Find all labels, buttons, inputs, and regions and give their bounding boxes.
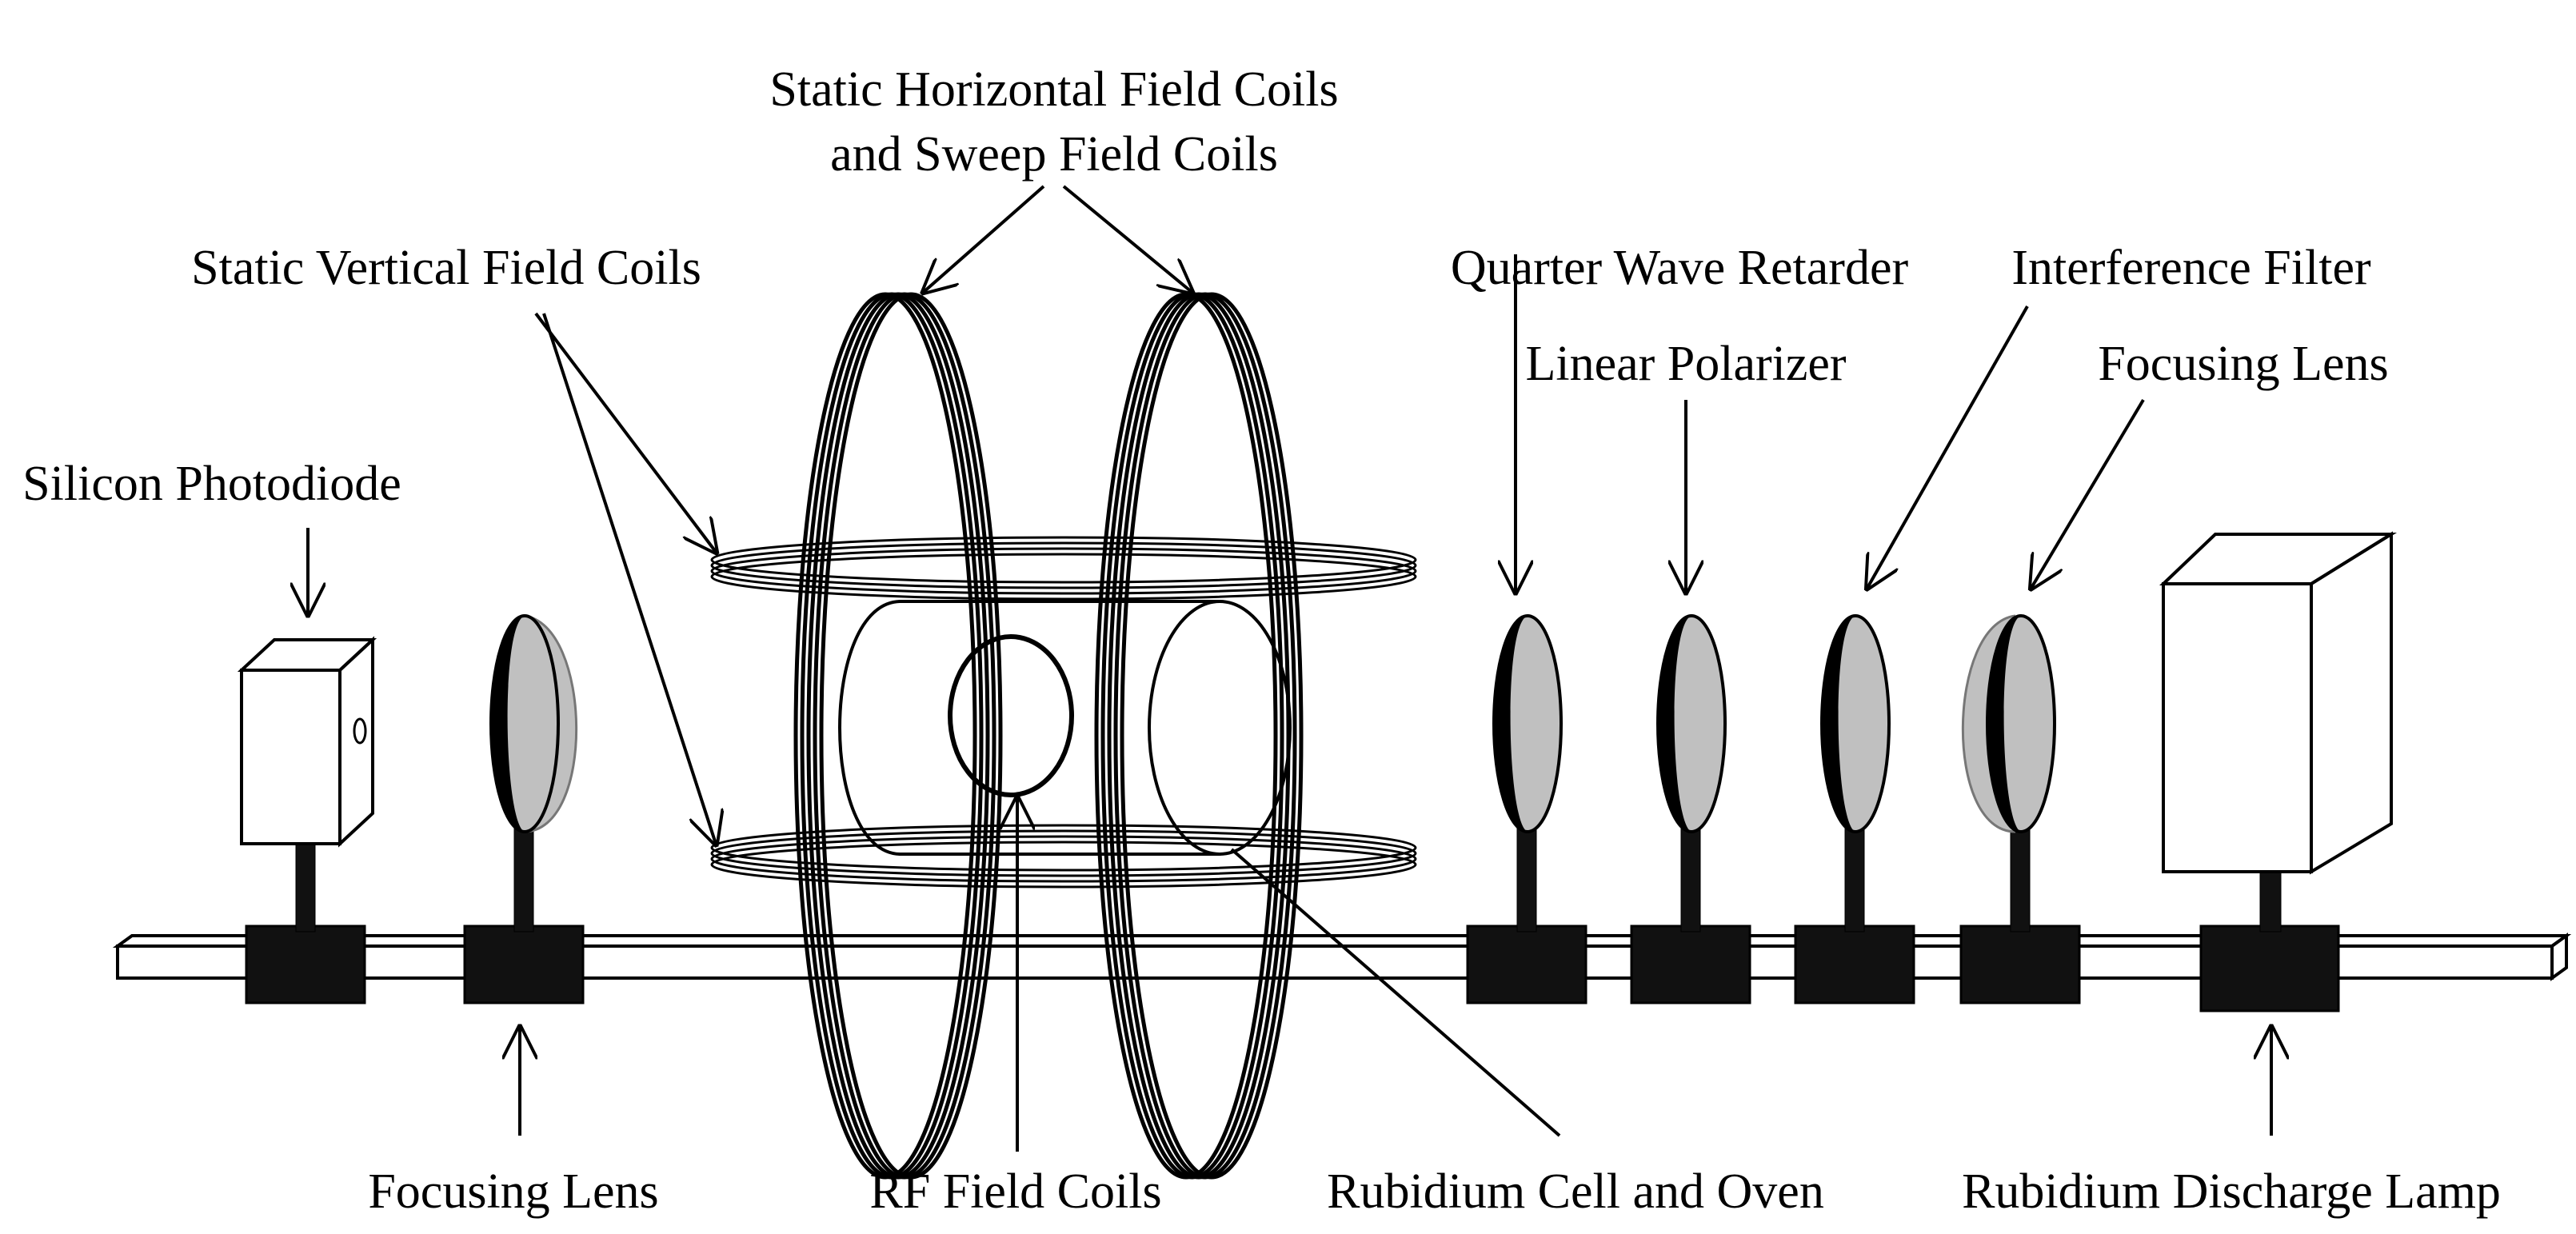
arrow-vertical-coils-lower xyxy=(542,313,716,844)
post-quarter-wave xyxy=(1516,823,1537,932)
post-photodiode xyxy=(295,843,316,932)
carrier-focusing-lens-right xyxy=(1959,925,2081,1004)
carrier-photodiode xyxy=(245,925,366,1004)
photodiode-box xyxy=(237,636,377,848)
rubidium-cell-window xyxy=(1148,600,1292,856)
upper-horizontal-ring xyxy=(710,536,1417,601)
carrier-discharge-lamp xyxy=(2199,925,2340,1012)
label-silicon-photodiode: Silicon Photodiode xyxy=(22,457,401,511)
label-focusing-lens-left: Focusing Lens xyxy=(368,1164,658,1219)
label-quarter-wave: Quarter Wave Retarder xyxy=(1451,241,1909,295)
arrow-horizontal-coils-right xyxy=(1062,185,1192,292)
post-discharge-lamp xyxy=(2259,867,2282,932)
label-rubidium-cell: Rubidium Cell and Oven xyxy=(1327,1164,1824,1219)
carrier-linear-polarizer xyxy=(1630,925,1751,1004)
rf-coil-ring xyxy=(948,634,1074,797)
label-linear-polarizer: Linear Polarizer xyxy=(1525,337,1846,391)
label-static-horizontal-line2: and Sweep Field Coils xyxy=(830,127,1278,182)
mount-posts xyxy=(295,823,2282,932)
carrier-interference-filter xyxy=(1794,925,1915,1004)
label-interference-filter: Interference Filter xyxy=(2011,241,2371,295)
leader-rubidium-cell xyxy=(1230,848,1561,1137)
carrier-quarter-wave xyxy=(1466,925,1588,1004)
label-rf-field-coils: RF Field Coils xyxy=(869,1164,1161,1219)
linear-polarizer xyxy=(1656,614,1727,833)
focusing-lens-right xyxy=(1961,614,2056,833)
pointer-arrows xyxy=(308,185,2271,1152)
arrow-horizontal-coils-left xyxy=(924,185,1045,292)
arrow-vertical-coils-upper xyxy=(534,312,716,552)
labels: Static Horizontal Field Coils and Sweep … xyxy=(22,62,2501,1219)
post-focusing-lens-left xyxy=(513,827,534,932)
discharge-lamp-box xyxy=(2159,531,2398,875)
quarter-wave-retarder xyxy=(1492,614,1563,833)
rail-carriers xyxy=(245,925,2340,1012)
rubidium-cell xyxy=(838,600,1292,856)
interference-filter xyxy=(1820,614,1891,833)
post-focusing-lens-right xyxy=(2010,823,2031,932)
arrow-interference-filter xyxy=(1867,306,2029,588)
label-static-horizontal-line1: Static Horizontal Field Coils xyxy=(769,62,1338,117)
label-static-vertical: Static Vertical Field Coils xyxy=(191,241,701,295)
arrow-focusing-lens-right xyxy=(2031,398,2145,588)
label-focusing-lens-right: Focusing Lens xyxy=(2098,337,2388,391)
post-linear-polarizer xyxy=(1680,823,1701,932)
carrier-focusing-lens-left xyxy=(463,925,585,1004)
static-vertical-field-coils xyxy=(710,536,1417,889)
focusing-lens-left xyxy=(489,614,578,833)
label-discharge-lamp: Rubidium Discharge Lamp xyxy=(1962,1164,2501,1219)
photodiode-aperture-icon xyxy=(353,717,367,745)
left-vertical-ring xyxy=(793,292,1003,1180)
post-interference-filter xyxy=(1844,823,1865,932)
